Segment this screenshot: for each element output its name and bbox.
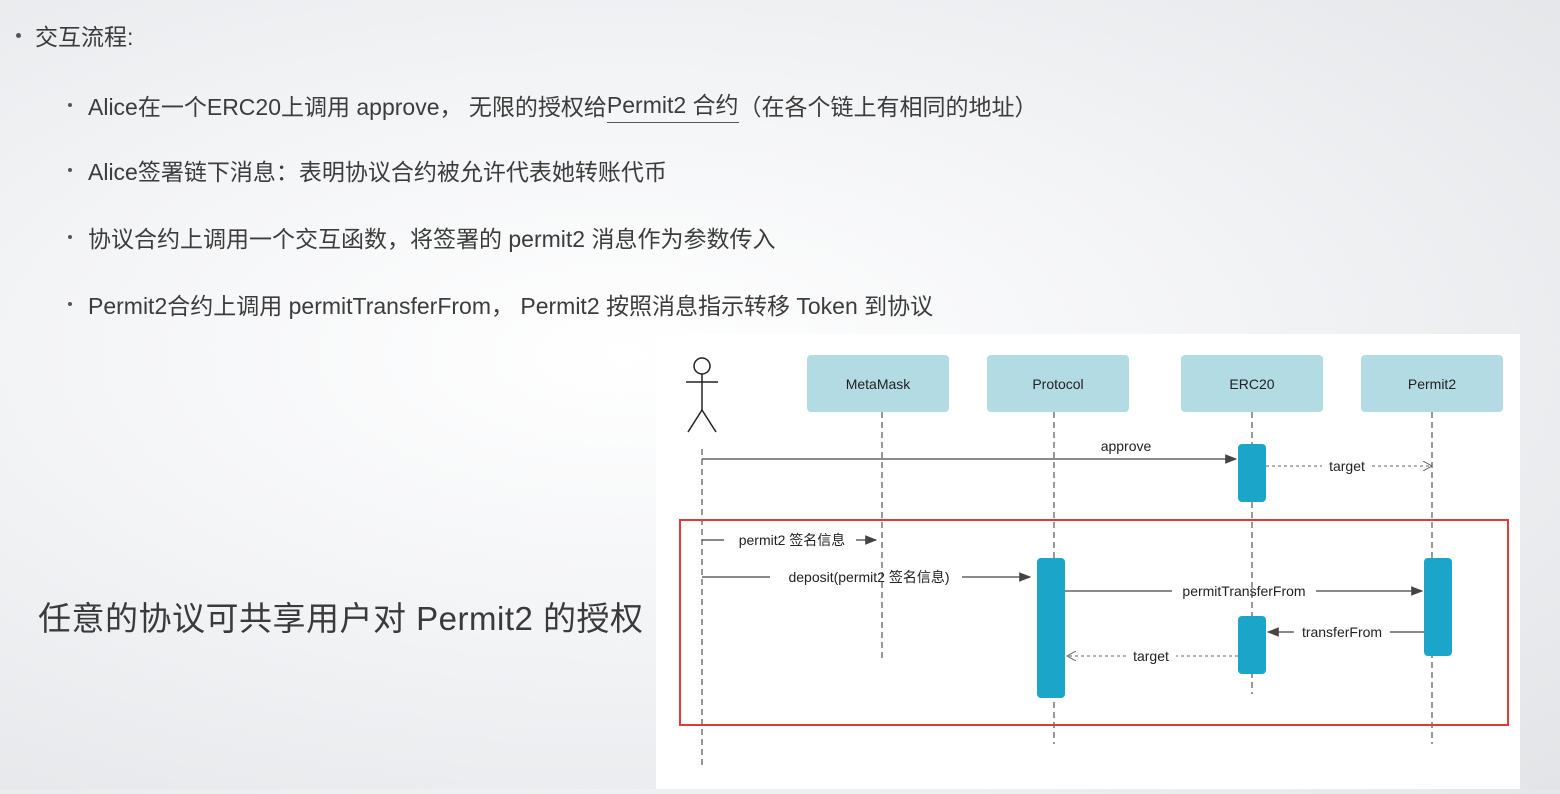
- bullet-text: 协议合约上调用一个交互函数，将签署的 permit2 消息作为参数传入: [88, 226, 776, 252]
- target-bottom-label: target: [1133, 648, 1169, 664]
- permit-transfer-label: permitTransferFrom: [1182, 583, 1305, 599]
- user-actor-icon: [686, 357, 718, 433]
- bullet-text: Permit2合约上调用 permitTransferFrom， Permit2…: [88, 293, 934, 319]
- participant-permit2: Permit2: [1361, 355, 1503, 412]
- participant-label: MetaMask: [846, 376, 912, 392]
- target-top-label: target: [1329, 458, 1365, 474]
- participant-label: Permit2: [1408, 376, 1456, 392]
- deposit-label: deposit(permit2 签名信息): [788, 569, 949, 585]
- bullet-dot: [68, 302, 72, 306]
- participant-protocol: Protocol: [987, 355, 1129, 412]
- participant-label: ERC20: [1229, 376, 1274, 392]
- target-top-bg: [1324, 457, 1372, 475]
- permit2-contract-link[interactable]: Permit2 合约: [606, 86, 739, 123]
- bullet-item-3: 协议合约上调用一个交互函数，将签署的 permit2 消息作为参数传入: [68, 220, 775, 254]
- bullet-dot: [16, 32, 21, 38]
- target-bottom-bg: [1128, 647, 1174, 665]
- sequence-diagram: MetaMask Protocol ERC20 Permit2 approve …: [656, 334, 1520, 789]
- section-heading: 交互流程:: [16, 18, 133, 52]
- bullet-item-4: Permit2合约上调用 permitTransferFrom， Permit2…: [68, 287, 933, 321]
- bullet-dot: [68, 168, 72, 172]
- sign-label: permit2 签名信息: [739, 532, 846, 548]
- bullet-item-2: Alice签署链下消息：表明协议合约被允许代表她转账代币: [68, 153, 667, 187]
- permit2-activation: [1424, 558, 1452, 656]
- bullet-dot: [68, 235, 72, 239]
- bullet-text: Alice在一个ERC20上调用 approve， 无限的授权给: [88, 93, 607, 120]
- bullet-item-1: Alice在一个ERC20上调用 approve， 无限的授权给 Permit2…: [68, 86, 1038, 123]
- highlight-box: [679, 519, 1509, 726]
- approve-label: approve: [1101, 438, 1152, 454]
- erc20-activation-top: [1238, 444, 1266, 502]
- transfer-from-label: transferFrom: [1302, 624, 1382, 640]
- participant-label: Protocol: [1032, 376, 1083, 392]
- protocol-activation: [1037, 558, 1065, 698]
- erc20-activation-bottom: [1238, 616, 1266, 674]
- bullet-dot: [68, 102, 72, 107]
- bullet-text: Alice签署链下消息：表明协议合约被允许代表她转账代币: [88, 159, 667, 185]
- sequence-diagram-svg: MetaMask Protocol ERC20 Permit2 approve …: [679, 355, 1509, 769]
- participant-erc20: ERC20: [1181, 355, 1323, 412]
- bullet-text-suffix: （在各个链上有相同的地址）: [738, 93, 1038, 120]
- section-heading-text: 交互流程:: [35, 24, 134, 50]
- shared-approval-caption: 任意的协议可共享用户对 Permit2 的授权: [38, 600, 644, 637]
- participant-metamask: MetaMask: [807, 355, 949, 412]
